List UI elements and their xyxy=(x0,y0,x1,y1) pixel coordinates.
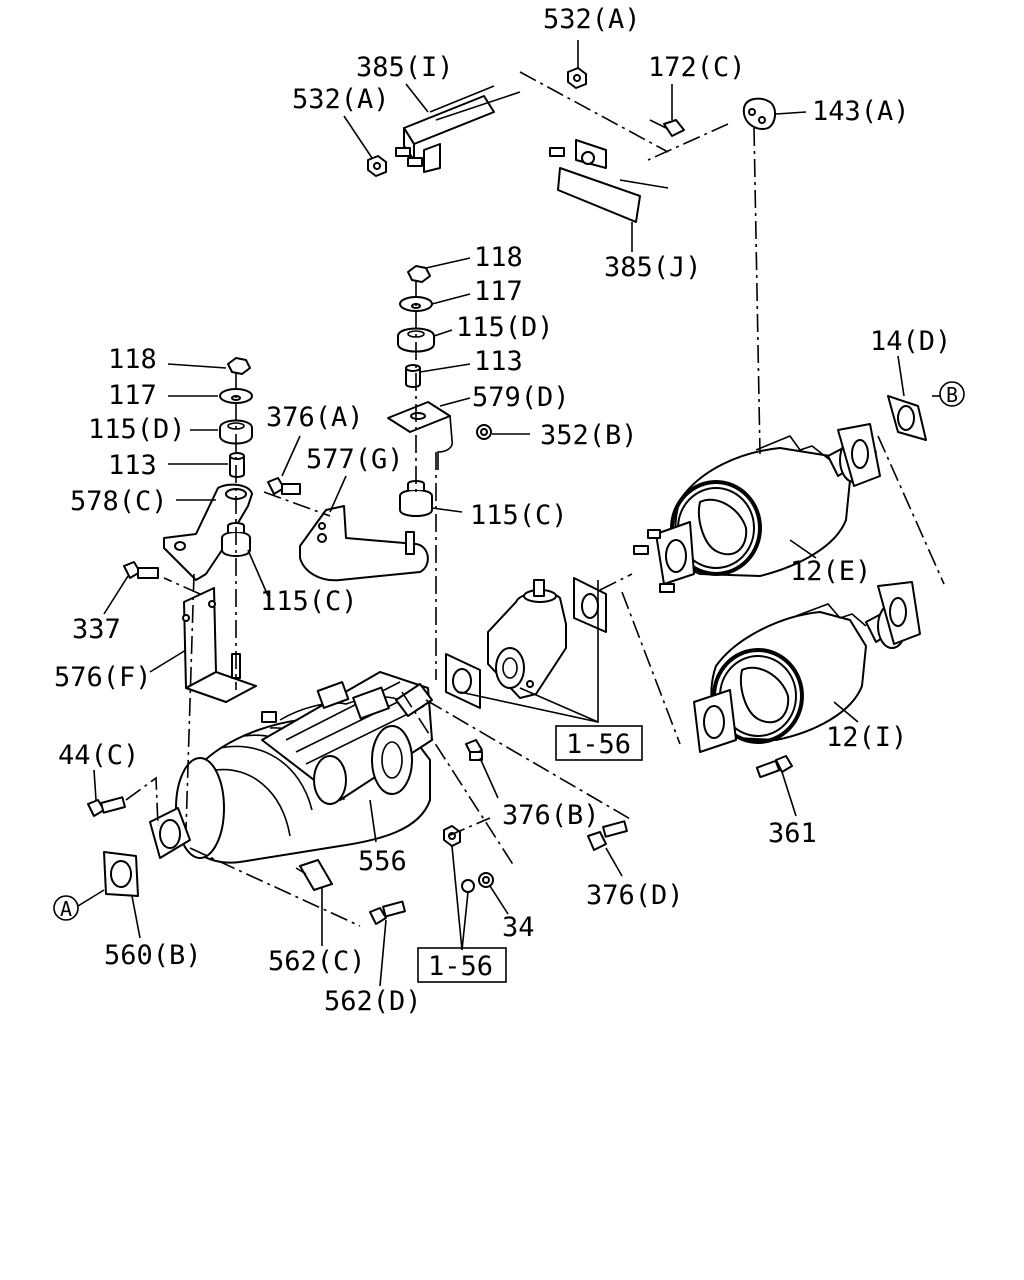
label-1-56-right: 1-56 xyxy=(566,729,631,760)
label-118-left: 118 xyxy=(108,344,157,375)
silencer-12i xyxy=(693,581,921,753)
label-118-mid: 118 xyxy=(474,242,523,273)
label-385j: 385(J) xyxy=(604,252,702,283)
insulator-115c-mid xyxy=(399,480,433,517)
label-532a-left: 532(A) xyxy=(292,84,390,115)
leader-lines xyxy=(77,40,940,987)
label-560b: 560(B) xyxy=(104,940,202,971)
label-34: 34 xyxy=(502,912,535,943)
bolt-562d xyxy=(369,900,406,925)
bracket-385j xyxy=(549,139,669,223)
label-562c: 562(C) xyxy=(268,946,366,977)
label-337: 337 xyxy=(72,614,121,645)
gasket-valve-right xyxy=(573,577,607,633)
label-562d: 562(D) xyxy=(324,986,422,1017)
label-376d: 376(D) xyxy=(586,880,684,911)
gasket-valve-left xyxy=(445,653,481,709)
bolt-376d xyxy=(587,820,628,851)
part-labels: 532(A) 385(I) 172(C) 532(A) 143(A) 385(J… xyxy=(54,4,951,1017)
label-172c: 172(C) xyxy=(648,52,746,83)
rubber-hanger-143a xyxy=(742,97,776,130)
label-579d: 579(D) xyxy=(472,382,570,413)
label-577g: 577(G) xyxy=(306,444,404,475)
label-361: 361 xyxy=(768,818,817,849)
bolt-376b xyxy=(465,739,483,761)
label-1-56-bottom: 1-56 xyxy=(428,951,493,982)
callout-b: B xyxy=(939,381,965,407)
label-352b: 352(B) xyxy=(540,420,638,451)
gasket-560b xyxy=(103,851,139,897)
valve-assembly-right xyxy=(487,579,567,699)
bolt-337 xyxy=(123,561,159,579)
label-12e: 12(E) xyxy=(790,556,871,587)
label-385i: 385(I) xyxy=(356,52,454,83)
bracket-578c xyxy=(163,483,253,581)
label-14d: 14(D) xyxy=(870,326,951,357)
label-532a-top: 532(A) xyxy=(543,4,641,35)
bolt-172c xyxy=(649,119,685,137)
callout-b-text: B xyxy=(946,383,958,407)
silencer-12e xyxy=(633,423,881,593)
label-113-mid: 113 xyxy=(474,346,523,377)
label-117-left: 117 xyxy=(108,380,157,411)
label-576f: 576(F) xyxy=(54,662,152,693)
label-115d-left: 115(D) xyxy=(88,414,186,445)
bracket-385i xyxy=(395,85,521,173)
callout-a-text: A xyxy=(60,897,72,921)
label-12i: 12(I) xyxy=(826,722,907,753)
bolt-376a xyxy=(267,477,301,495)
label-115c-left: 115(C) xyxy=(260,586,358,617)
label-115c-mid: 115(C) xyxy=(470,500,568,531)
dpd-assembly-556 xyxy=(173,671,433,864)
flange-gasket-left xyxy=(149,807,191,859)
bracket-577g xyxy=(299,505,429,582)
ref-box-bottom xyxy=(417,947,507,983)
label-113-left: 113 xyxy=(108,450,157,481)
label-376a: 376(A) xyxy=(266,402,364,433)
assembly-centerlines xyxy=(125,71,945,927)
bracket-579d xyxy=(387,401,454,470)
label-376b: 376(B) xyxy=(502,800,600,831)
nut-lower xyxy=(443,825,461,847)
small-nut-1-56 xyxy=(461,879,475,893)
label-556: 556 xyxy=(358,846,407,877)
stud-562c xyxy=(295,859,333,891)
label-44c: 44(C) xyxy=(58,740,139,771)
label-115d-mid: 115(D) xyxy=(456,312,554,343)
washer-34 xyxy=(478,872,494,888)
nut-532a-left xyxy=(367,155,387,177)
gasket-14d xyxy=(887,395,927,441)
ref-box-right xyxy=(555,725,643,761)
label-143a: 143(A) xyxy=(812,96,910,127)
bolt-361 xyxy=(755,755,793,779)
nut-532a-top xyxy=(567,67,587,89)
label-578c: 578(C) xyxy=(70,486,168,517)
washer-352b xyxy=(476,424,492,440)
bracket-576f xyxy=(182,587,257,703)
callout-a: A xyxy=(53,895,79,921)
bolt-44c xyxy=(87,796,126,817)
label-117-mid: 117 xyxy=(474,276,523,307)
